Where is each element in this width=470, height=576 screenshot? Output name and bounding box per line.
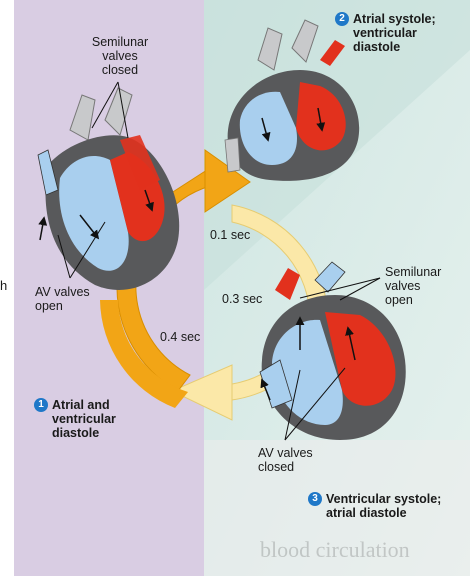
- ghost-background-text: blood circulation: [260, 538, 410, 562]
- time-0-3-sec: 0.3 sec: [222, 292, 262, 306]
- stage-3-badge: 3: [308, 492, 322, 506]
- label-av-closed: AV valves closed: [258, 446, 313, 474]
- time-0-1-sec: 0.1 sec: [210, 228, 250, 242]
- label-semilunar-open: Semilunar valves open: [385, 265, 441, 307]
- stage-1-badge: 1: [34, 398, 48, 412]
- label-av-open: AV valves open: [35, 285, 90, 313]
- label-semilunar-closed: Semilunar valves closed: [80, 35, 160, 77]
- stage-3-title: Ventricular systole; atrial diastole: [326, 492, 441, 520]
- edge-letter: h: [0, 278, 7, 293]
- stage-2-title: Atrial systole; ventricular diastole: [353, 12, 436, 54]
- stage-1-label: 1 Atrial and ventricular diastole: [34, 398, 116, 440]
- time-0-4-sec: 0.4 sec: [160, 330, 200, 344]
- stage-2-badge: 2: [335, 12, 349, 26]
- stage-1-title: Atrial and ventricular diastole: [52, 398, 116, 440]
- stage-3-label: 3 Ventricular systole; atrial diastole: [308, 492, 441, 520]
- stage-2-label: 2 Atrial systole; ventricular diastole: [335, 12, 436, 54]
